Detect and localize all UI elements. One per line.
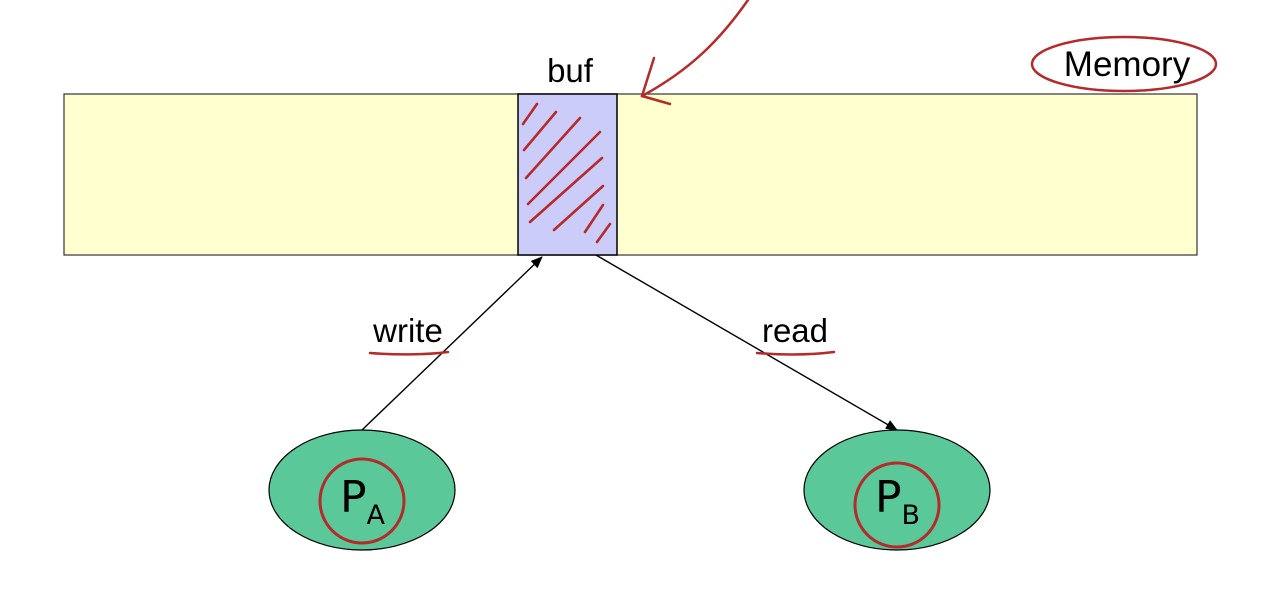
process-b: PB	[803, 429, 991, 551]
write-underline	[368, 350, 450, 356]
memory-label: Memory	[1064, 45, 1191, 84]
process-b-subscript: B	[902, 500, 921, 531]
read-arrow	[595, 254, 898, 431]
write-label: write	[372, 312, 443, 349]
buffer-label: buf	[547, 52, 594, 89]
write-arrow	[361, 256, 543, 431]
process-a-ellipse	[268, 429, 456, 551]
read-underline	[755, 350, 836, 356]
process-a-subscript: A	[367, 500, 386, 531]
process-a: PA	[268, 429, 456, 551]
process-b-label: PB	[875, 472, 920, 531]
process-b-letter: P	[875, 472, 902, 523]
buffer-region	[517, 93, 618, 256]
memory-block	[63, 93, 1198, 256]
process-a-annotation-circle	[318, 457, 406, 545]
process-b-annotation-circle	[853, 461, 941, 549]
read-label: read	[762, 312, 828, 349]
process-b-ellipse	[803, 429, 991, 551]
process-a-letter: P	[340, 472, 367, 523]
buffer-hatch-marks	[521, 102, 612, 244]
annotation-arrow	[640, 0, 750, 106]
memory-label-circle	[1030, 35, 1218, 93]
process-a-label: PA	[340, 472, 386, 531]
